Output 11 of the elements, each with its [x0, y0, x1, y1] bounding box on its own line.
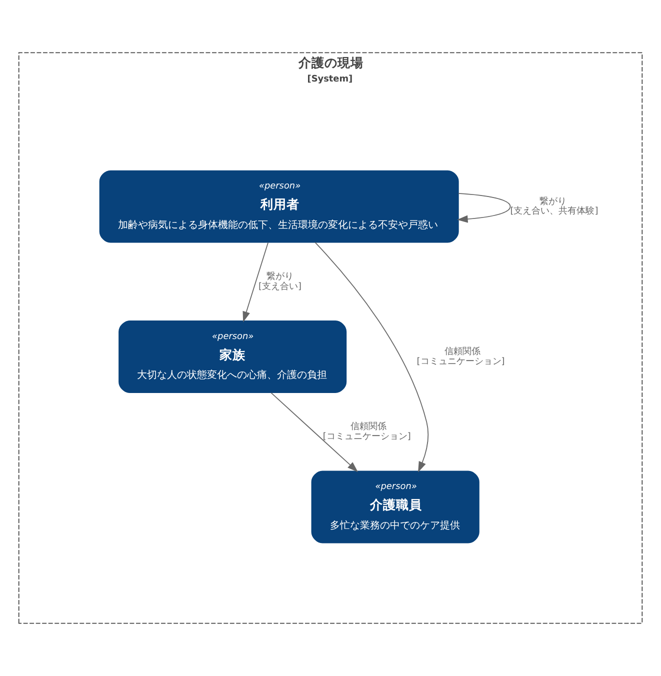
edge-label: 信頼関係 [コミュニケーション]: [322, 422, 411, 442]
edge-label: 繋がり [支え合い、共有体験]: [510, 196, 598, 217]
arrow: [242, 242, 269, 322]
arrow: [270, 392, 358, 472]
node-box: «person» 利用者 加齢や病気による身体機能の低下、生活環境の変化による不安や戸惑い: [99, 170, 459, 243]
node-box: «person» 家族 大切な人の状態変化への心痛、介護の負担: [118, 320, 347, 393]
edge-label: 信頼関係 [コミュニケーション]: [416, 347, 505, 367]
edge-label: 繋がり [支え合い]: [258, 272, 302, 292]
arrow: [457, 192, 511, 223]
arrow: [314, 242, 429, 472]
node-box: «person» 介護職員 多忙な業務の中でのケア提供: [311, 470, 480, 544]
